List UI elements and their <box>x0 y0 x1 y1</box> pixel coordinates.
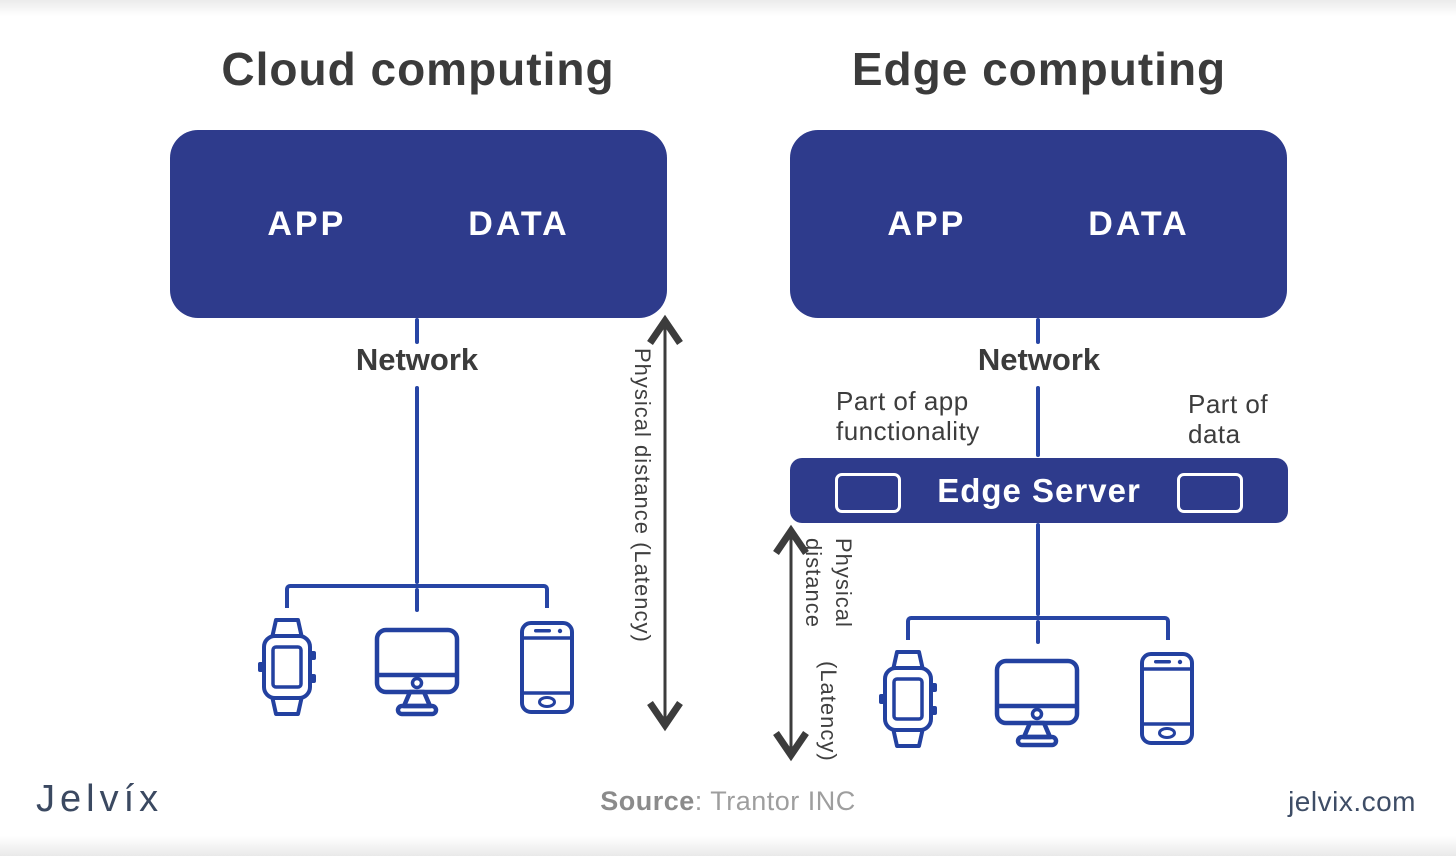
jelvix-logo: Jelvíx <box>36 778 164 820</box>
cloud-branch-center-stub <box>415 588 419 612</box>
edge-app-data-box: APP DATA <box>790 130 1287 318</box>
edge-network-line-lower <box>1036 386 1040 457</box>
server-slot-icon <box>835 473 901 513</box>
cloud-network-line-upper <box>415 318 419 344</box>
edge-branch-bracket <box>906 616 1170 640</box>
cloud-network-line-lower <box>415 386 419 584</box>
part-of-data-line1: Part of <box>1188 389 1269 419</box>
source-label: Source <box>600 786 695 816</box>
edge-network-label: Network <box>977 342 1101 377</box>
source-credit: Source: Trantor INC <box>0 786 1456 817</box>
smartwatch-icon <box>258 618 316 716</box>
edge-latency-line2: (Latency) <box>816 661 841 762</box>
smartphone-icon <box>520 621 574 714</box>
latency-arrow-edge-icon <box>773 524 809 762</box>
smartwatch-icon <box>879 650 937 748</box>
edge-data-label: DATA <box>1088 204 1190 243</box>
edge-latency-line1: Physical distance <box>801 538 856 628</box>
edge-network-line-upper <box>1036 318 1040 344</box>
cloud-latency-label: Physical distance (Latency) <box>630 348 655 643</box>
desktop-computer-icon <box>994 658 1080 748</box>
cloud-data-label: DATA <box>468 204 570 243</box>
edge-app-label: APP <box>887 204 967 243</box>
edge-latency-label: Physical distance (Latency) <box>798 538 858 762</box>
part-of-app-line2: functionality <box>836 416 980 446</box>
cloud-app-data-box: APP DATA <box>170 130 667 318</box>
part-of-app-line1: Part of app <box>836 386 969 416</box>
cloud-network-label: Network <box>355 342 479 377</box>
part-of-app-note: Part of app functionality <box>836 386 980 446</box>
edge-server-label: Edge Server <box>937 471 1141 509</box>
bottom-border-strip <box>0 836 1456 856</box>
top-border-strip <box>0 0 1456 16</box>
cloud-branch-bracket <box>285 584 549 608</box>
part-of-data-note: Part of data <box>1188 389 1268 449</box>
source-value: : Trantor INC <box>694 786 856 816</box>
cloud-app-label: APP <box>267 204 347 243</box>
latency-arrow-cloud-icon <box>647 314 683 732</box>
edge-branch-center-stub <box>1036 620 1040 644</box>
cloud-panel-title: Cloud computing <box>221 43 615 95</box>
edge-server-downlink-line <box>1036 523 1040 616</box>
edge-server-bar: Edge Server <box>790 458 1288 523</box>
part-of-data-line2: data <box>1188 419 1241 449</box>
edge-panel-title: Edge computing <box>851 43 1227 95</box>
website-link[interactable]: jelvix.com <box>1288 786 1416 817</box>
smartphone-icon <box>1140 652 1194 745</box>
desktop-computer-icon <box>374 627 460 717</box>
server-slot-icon <box>1177 473 1243 513</box>
